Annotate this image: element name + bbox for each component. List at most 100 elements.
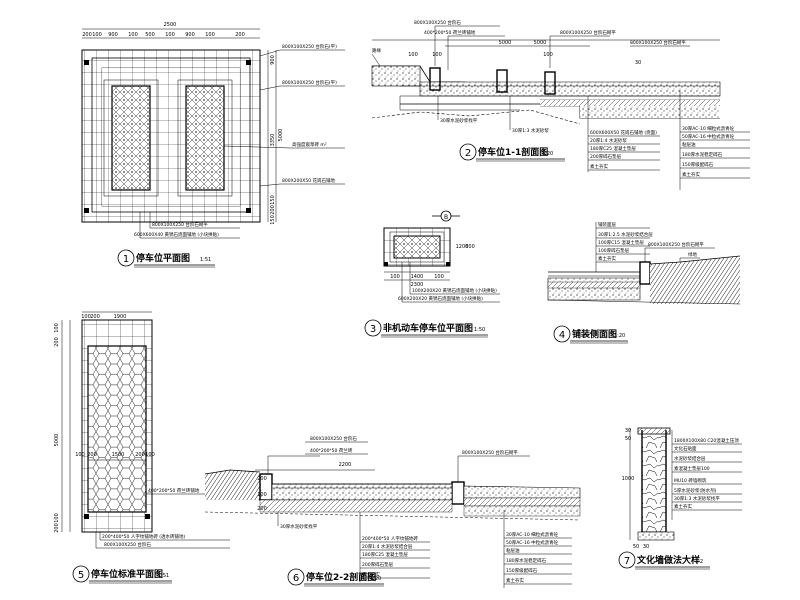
dimension-text: 100 bbox=[128, 32, 138, 38]
layer-label: 水泥砂浆结合层 bbox=[674, 455, 706, 462]
dimension-text: 50 bbox=[625, 436, 631, 442]
d3-section-mark: B bbox=[444, 214, 448, 221]
d1-dim-total: 2500 bbox=[164, 22, 177, 28]
layer-label: 素土夯实 bbox=[598, 255, 616, 262]
layer-label: MU10 砖墙砌筑 bbox=[674, 477, 707, 484]
d5-scale: 1:51 bbox=[158, 573, 169, 579]
d5-label-2: 200*400*50 人字纹铺地砖 (透水砖铺地) bbox=[102, 533, 186, 540]
layer-label: 150厚级配碎石 bbox=[506, 567, 538, 574]
detail-6-section-2-2: 800X100X250 台阶石 400*200*50 荷兰砖 800X100X2… bbox=[204, 435, 581, 588]
dimension-text: 900 bbox=[185, 32, 195, 38]
d4-label-right: 800X100X250 台阶石砌平 bbox=[648, 241, 704, 248]
layer-label: 素土夯实 bbox=[506, 577, 524, 584]
d5-title: 停车位标准平面图 bbox=[91, 568, 163, 580]
layer-label: 100厚碎石垫层 bbox=[598, 247, 630, 254]
dimension-text: 150 bbox=[270, 195, 276, 205]
dimension-text: 5000 bbox=[534, 40, 547, 46]
dimension-text: 100 bbox=[434, 274, 444, 280]
d1-scale: 1:51 bbox=[200, 257, 211, 263]
dimension-text: 200 bbox=[257, 506, 267, 512]
d6-scale: 1:20 bbox=[370, 576, 381, 582]
d2-title: 停车位1-1剖面图 bbox=[478, 146, 548, 158]
d4-title: 铺装侧面图 bbox=[572, 328, 617, 340]
dimension-text: 5000 bbox=[278, 129, 284, 142]
layer-label: 30厚AC-10 细粒式沥青砼 bbox=[506, 531, 559, 538]
d4-label-side: 绿地 bbox=[688, 251, 697, 258]
d3-label-1: 100X200X20 黄锈石烧面铺地 (小块拼贴) bbox=[412, 287, 497, 294]
d1-title: 停车位平面图 bbox=[136, 252, 190, 264]
d1-label-1: 800X100X250 台阶石(平) bbox=[282, 43, 337, 50]
d7-labels: 1800X100X80 C20混凝土压顶文化石贴面水泥砂浆结合层素混凝土垫层10… bbox=[672, 437, 742, 511]
layer-label: 600X600X50 花岗石铺地 (烧面) bbox=[590, 129, 657, 136]
dimension-text: 100 bbox=[390, 274, 400, 280]
dimension-text: 900 bbox=[108, 32, 118, 38]
layer-label: 素混凝土垫层100 bbox=[674, 465, 710, 472]
layer-label: 30厚1:3 水泥砂浆找平 bbox=[674, 495, 720, 502]
d7-title: 文化墙做法大样 bbox=[636, 554, 700, 566]
d6-number: 6 bbox=[293, 573, 299, 584]
layer-label: 200*400*50 人字纹铺地砖 bbox=[362, 535, 418, 542]
dimension-text: 30 bbox=[625, 428, 631, 434]
d1-label-4: 800X200X50 花岗石铺地 bbox=[282, 177, 335, 184]
dimension-text: 200 bbox=[135, 452, 145, 458]
layer-label: 150厚级配碎石 bbox=[682, 161, 714, 168]
dimension-text: 100 bbox=[205, 32, 215, 38]
dimension-text: 200 bbox=[90, 314, 100, 320]
layer-label: 20厚1:4 水泥砂浆 bbox=[590, 137, 627, 144]
dimension-text: 100 bbox=[92, 32, 102, 38]
layer-label: 素土夯实 bbox=[674, 503, 692, 510]
layer-label: 素土夯实 bbox=[590, 163, 608, 170]
dimension-text: 100 bbox=[165, 32, 175, 38]
d6-title: 停车位2-2剖面图 bbox=[306, 571, 376, 583]
d3-title: 非机动车停车位平面图 bbox=[383, 322, 473, 334]
d2-dim-total: 5000 bbox=[499, 40, 512, 46]
layer-label: 1800X100X80 C20混凝土压顶 bbox=[674, 437, 739, 444]
dimension-text: 600 bbox=[465, 244, 475, 250]
dimension-text: 200 bbox=[54, 337, 60, 347]
layer-label: 50厚AC-16 中粒式沥青砼 bbox=[506, 539, 559, 546]
d6-left-label: 30厚水泥砂浆找平 bbox=[280, 523, 318, 530]
d5-label-1: 400*200*50 荷兰砖铺地 bbox=[148, 487, 200, 494]
dimension-text: 200 bbox=[257, 476, 267, 482]
dimension-text: 100 bbox=[54, 323, 60, 333]
d2-top-label-2: 400*200*50 荷兰砖铺地 bbox=[424, 29, 476, 36]
dimension-text: 2200 bbox=[339, 462, 352, 468]
d6-top-label-1: 800X100X250 台阶石 bbox=[310, 435, 357, 442]
d2-top-label-3: 800X100X250 台阶石砌平 bbox=[560, 29, 616, 36]
d5-number: 5 bbox=[78, 570, 84, 581]
d6-top-label-2: 400*200*50 荷兰砖 bbox=[310, 447, 353, 454]
dimension-text: 100 bbox=[543, 52, 553, 58]
layer-label: 180厚水泥稳定碎石 bbox=[506, 557, 547, 564]
dimension-text: 100 bbox=[54, 513, 60, 523]
d2-top-label-4: 800X100X250 台阶石砌平 bbox=[630, 39, 686, 46]
d1-number: 1 bbox=[123, 254, 129, 265]
dimension-text: 50 bbox=[633, 544, 639, 550]
layer-label: 50厚AC-16 中粒式沥青砼 bbox=[682, 133, 735, 140]
layer-label: 200厚碎石垫层 bbox=[590, 153, 622, 160]
d1-label-2: 800X100X250 台阶石(平) bbox=[282, 79, 337, 86]
d5-label-3: 800X100X250 台阶石 bbox=[104, 541, 151, 548]
layer-label: 30厚AC-10 细粒式沥青砼 bbox=[682, 125, 735, 132]
layer-label: 铺装面层 bbox=[598, 221, 616, 228]
layer-label: 180厚C25 混凝土垫层 bbox=[362, 551, 408, 558]
dimension-text: 1200 bbox=[456, 244, 469, 250]
dimension-text: 500 bbox=[145, 32, 155, 38]
layer-label: 粘层油 bbox=[682, 141, 696, 148]
d3-number: 3 bbox=[370, 324, 376, 335]
